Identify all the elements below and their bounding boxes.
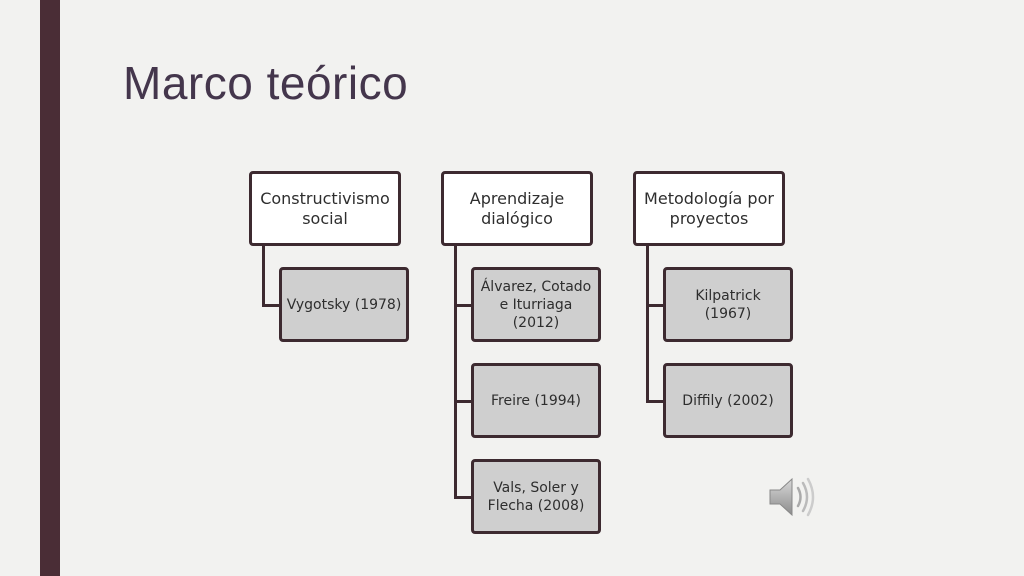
node-child: Freire (1994) bbox=[471, 363, 601, 438]
node-child: Kilpatrick (1967) bbox=[663, 267, 793, 342]
node-child: Vygotsky (1978) bbox=[279, 267, 409, 342]
node-heading-2: Aprendizaje dialógico bbox=[441, 171, 593, 246]
connector-spine bbox=[646, 244, 649, 403]
slide-title: Marco teórico bbox=[123, 57, 409, 109]
node-child: Diffily (2002) bbox=[663, 363, 793, 438]
node-child: Vals, Soler y Flecha (2008) bbox=[471, 459, 601, 534]
connector-branch bbox=[646, 399, 665, 403]
connector-spine bbox=[262, 244, 265, 307]
speaker-icon[interactable] bbox=[766, 474, 818, 520]
node-child: Álvarez, Cotado e Iturriaga (2012) bbox=[471, 267, 601, 342]
connector-branch bbox=[454, 495, 473, 499]
connector-spine bbox=[454, 244, 457, 499]
connector-branch bbox=[454, 303, 473, 307]
node-heading-1: Constructivismo social bbox=[249, 171, 401, 246]
node-heading-3: Metodología por proyectos bbox=[633, 171, 785, 246]
connector-branch bbox=[646, 303, 665, 307]
connector-branch bbox=[262, 303, 281, 307]
accent-bar bbox=[40, 0, 60, 576]
connector-branch bbox=[454, 399, 473, 403]
